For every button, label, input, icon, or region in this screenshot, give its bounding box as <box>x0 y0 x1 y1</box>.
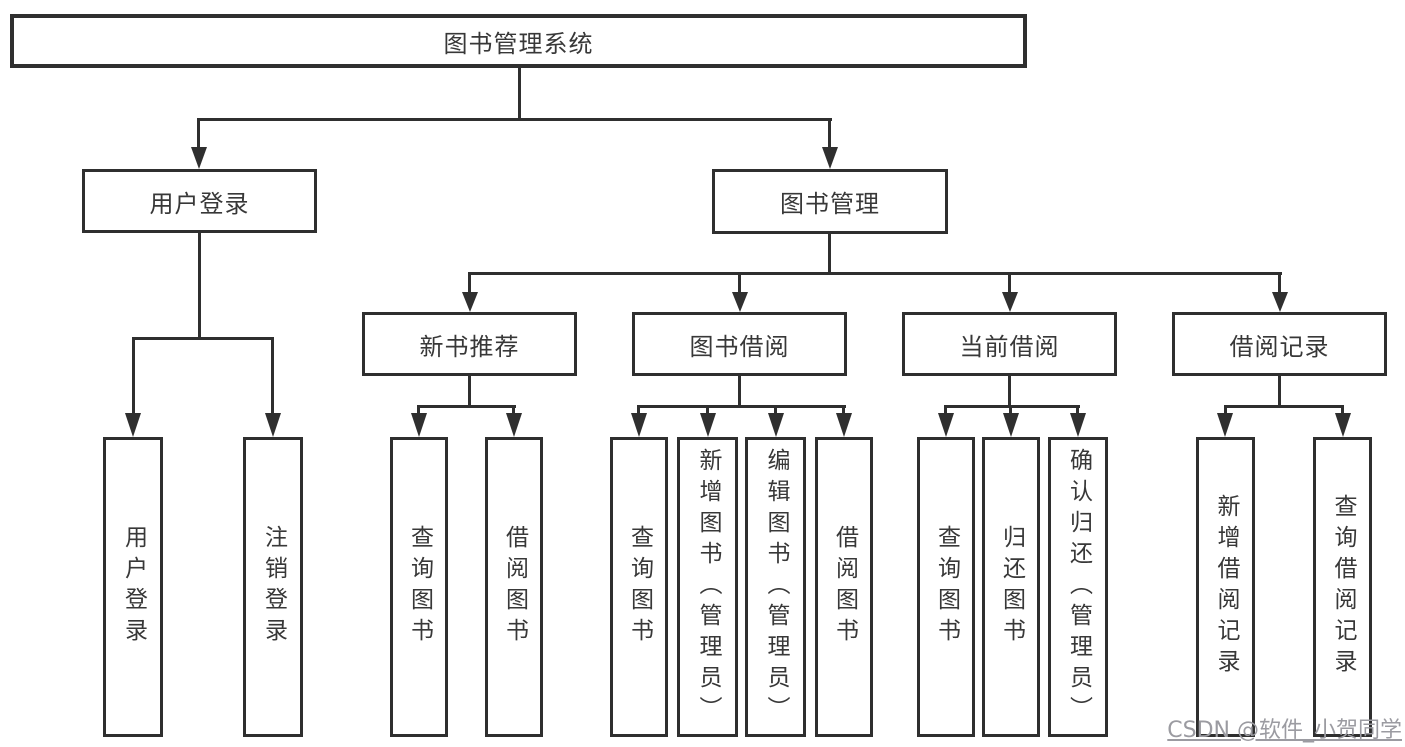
arrow-down-icon <box>506 413 522 437</box>
connector-line <box>738 272 741 298</box>
arrow-down-icon <box>732 292 748 312</box>
connector-line <box>637 405 640 419</box>
arrow-down-icon <box>1002 292 1018 312</box>
arrow-down-icon <box>411 413 427 437</box>
connector-line <box>417 405 516 408</box>
arrow-down-icon <box>462 292 478 312</box>
connector-line <box>1076 405 1079 419</box>
connector-line <box>197 118 200 152</box>
node-current-borrow: 当前借阅 <box>902 312 1117 376</box>
connector-line <box>1341 405 1344 419</box>
watermark: CSDN @软件_小贺同学 <box>1167 718 1402 743</box>
connector-line <box>468 376 471 407</box>
connector-line <box>828 118 831 152</box>
connector-line <box>1008 376 1011 407</box>
arrow-down-icon <box>1070 413 1086 437</box>
connector-line <box>468 272 1282 275</box>
arrow-down-icon <box>1272 292 1288 312</box>
connector-line <box>828 234 831 275</box>
connector-line <box>738 376 741 407</box>
connector-line <box>637 405 846 408</box>
leaf-query-books-current: 查询图书 <box>917 437 975 737</box>
connector-line <box>197 118 832 121</box>
leaf-return-book: 归还图书 <box>982 437 1040 737</box>
connector-line <box>518 68 521 121</box>
connector-line <box>944 405 947 419</box>
arrow-down-icon <box>1217 413 1233 437</box>
connector-line <box>774 405 777 419</box>
node-user-login: 用户登录 <box>82 169 317 233</box>
node-borrow-records: 借阅记录 <box>1172 312 1387 376</box>
arrow-down-icon <box>1335 413 1351 437</box>
arrow-down-icon <box>700 413 716 437</box>
node-root: 图书管理系统 <box>10 14 1027 68</box>
leaf-query-books-recommend: 查询图书 <box>390 437 448 737</box>
leaf-confirm-return-admin: 确认归还（管理员） <box>1048 437 1108 737</box>
leaf-query-books-borrow: 查询图书 <box>610 437 668 737</box>
arrow-down-icon <box>631 413 647 437</box>
arrow-down-icon <box>768 413 784 437</box>
node-new-book-recommend: 新书推荐 <box>362 312 577 376</box>
connector-line <box>944 405 1080 408</box>
leaf-borrow-books-recommend: 借阅图书 <box>485 437 543 737</box>
node-book-borrow: 图书借阅 <box>632 312 847 376</box>
connector-line <box>198 233 201 340</box>
leaf-add-borrow-record: 新增借阅记录 <box>1196 437 1255 737</box>
arrow-down-icon <box>822 147 838 169</box>
leaf-user-login: 用户登录 <box>103 437 163 737</box>
connector-line <box>1224 405 1227 419</box>
arrow-down-icon <box>836 413 852 437</box>
leaf-add-book-admin: 新增图书（管理员） <box>677 437 738 737</box>
connector-line <box>1008 272 1011 298</box>
connector-line <box>468 272 471 298</box>
arrow-down-icon <box>125 413 141 437</box>
connector-line <box>706 405 709 419</box>
connector-line <box>1278 272 1281 298</box>
connector-line <box>512 405 515 419</box>
node-book-management: 图书管理 <box>712 169 948 234</box>
connector-line <box>1009 405 1012 419</box>
connector-line <box>271 340 274 418</box>
connector-line <box>132 340 135 418</box>
connector-line <box>1224 405 1344 408</box>
connector-line <box>417 405 420 419</box>
connector-line <box>1278 376 1281 407</box>
leaf-logout-login: 注销登录 <box>243 437 303 737</box>
leaf-query-borrow-record: 查询借阅记录 <box>1313 437 1372 737</box>
arrow-down-icon <box>1003 413 1019 437</box>
arrow-down-icon <box>265 413 281 437</box>
arrow-down-icon <box>938 413 954 437</box>
arrow-down-icon <box>191 147 207 169</box>
leaf-edit-book-admin: 编辑图书（管理员） <box>745 437 806 737</box>
connector-line <box>132 337 274 340</box>
leaf-borrow-books: 借阅图书 <box>815 437 873 737</box>
connector-line <box>842 405 845 419</box>
